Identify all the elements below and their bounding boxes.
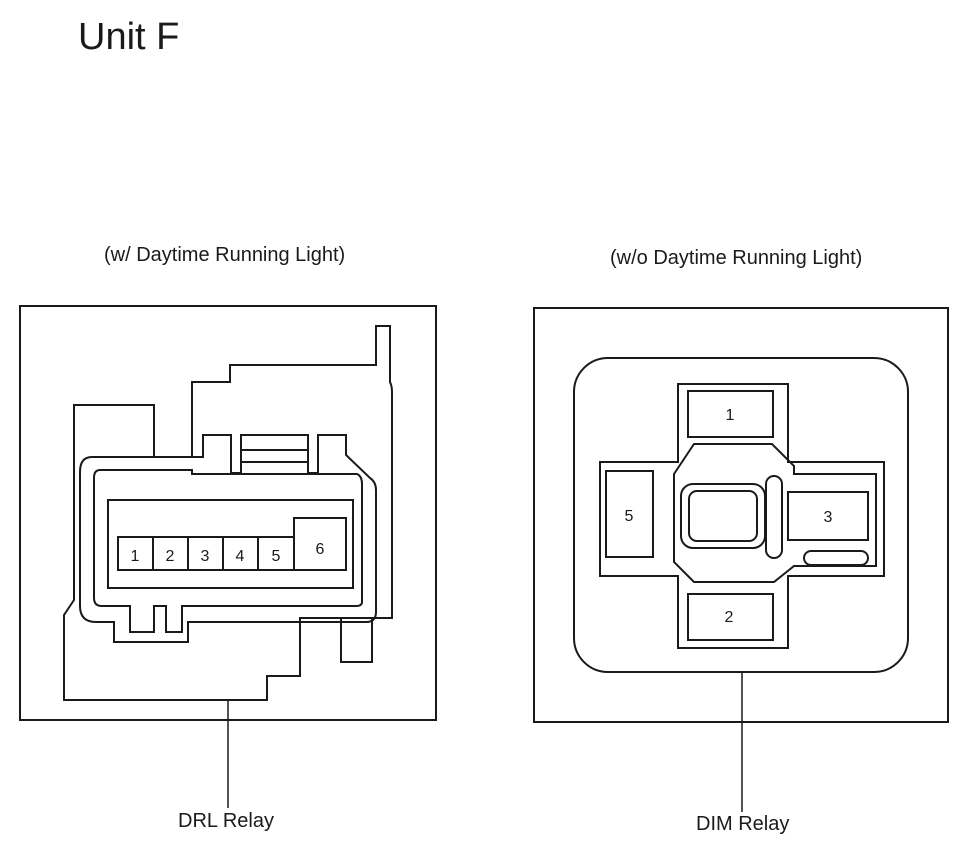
drl-terminal-2-number: 2: [166, 548, 175, 565]
drl-variant-caption: (w/ Daytime Running Light): [104, 244, 346, 266]
dim-relay-inner-outline: [673, 443, 877, 583]
drl-terminal-block: [107, 499, 354, 589]
drl-relay-bracket: [340, 618, 373, 663]
drl-terminal-3-number: 3: [201, 548, 210, 565]
drl-terminal-1-number: 1: [131, 548, 140, 565]
dim-terminal-1-number: 1: [726, 407, 735, 424]
dim-terminal-2-number: 2: [725, 609, 734, 626]
dim-horizontal-slot: [803, 550, 869, 566]
dim-relay-housing: [573, 357, 909, 673]
drl-connector-outer: [79, 434, 377, 643]
drl-terminal-5-number: 5: [272, 548, 281, 565]
dim-center-outer: [680, 483, 766, 549]
dim-terminal-1: [687, 390, 774, 438]
dim-vertical-slot: [765, 475, 783, 559]
dim-relay-label: DIM Relay: [696, 813, 790, 835]
dim-terminal-3-number: 3: [824, 509, 833, 526]
dim-terminal-2: [687, 593, 774, 641]
dim-variant-caption: (w/o Daytime Running Light): [610, 247, 863, 269]
drl-relay-housing: [63, 325, 393, 701]
drl-terminal-6-number: 6: [316, 541, 325, 558]
dim-center-inner: [688, 490, 758, 542]
drl-relay-label: DRL Relay: [178, 810, 274, 832]
dim-terminal-5: [605, 470, 654, 558]
dim-terminal-3: [787, 491, 869, 541]
drl-terminal-4-number: 4: [236, 548, 245, 565]
dim-relay-cross: [599, 383, 885, 649]
dim-terminal-5-number: 5: [625, 508, 634, 525]
drl-panel-frame: [19, 305, 437, 721]
drl-connector-inner: [93, 469, 363, 633]
page-title: Unit F: [78, 16, 180, 58]
drl-terminal-6: [293, 517, 347, 571]
dim-panel-frame: [533, 307, 949, 723]
